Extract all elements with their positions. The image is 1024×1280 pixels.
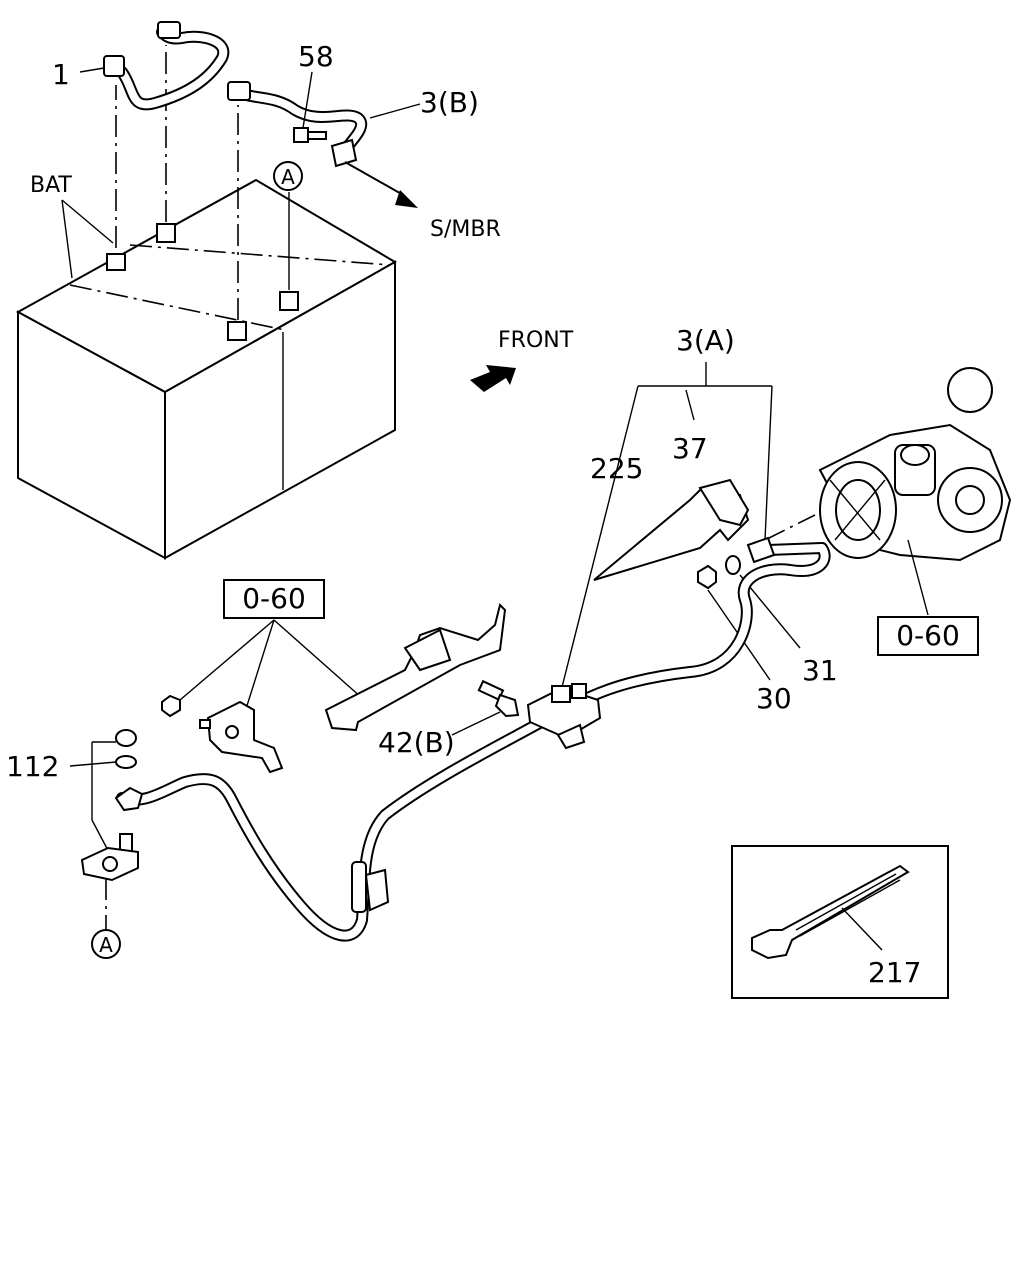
bolt-part-58 — [293, 127, 327, 143]
part-217-label: 217 — [868, 956, 921, 989]
bracket-large — [324, 603, 507, 732]
part-3b-label: 3(B) — [420, 86, 479, 119]
battery-terminal-4 — [279, 291, 299, 311]
part-58-label: 58 — [298, 40, 334, 73]
part-42b-label: 42(B) — [378, 726, 455, 759]
part-112-label: 112 — [6, 750, 59, 783]
ref-060-starter-label: 0-60 — [896, 619, 960, 652]
ref-060-bracket-box: 0-60 — [223, 579, 325, 619]
cable-tie-inset: 217 — [731, 845, 949, 999]
nut-part-112 — [115, 729, 137, 747]
part-3a-label: 3(A) — [676, 324, 735, 357]
clamp-part-225 — [526, 683, 602, 750]
battery-cable-part-3b — [227, 81, 368, 168]
washer-part-112 — [115, 755, 137, 769]
battery-terminal-2 — [156, 223, 176, 243]
part-225-label: 225 — [590, 452, 643, 485]
circle-a-bottom: A — [91, 929, 121, 959]
bolt-part-42b — [477, 679, 520, 718]
battery-cable-part-1 — [103, 21, 230, 111]
nut-part-30 — [697, 564, 717, 590]
bolt-bracket — [199, 719, 211, 729]
battery-icon — [15, 178, 397, 560]
part-37-label: 37 — [672, 432, 708, 465]
bat-label: BAT — [30, 173, 72, 198]
smbr-label: S/MBR — [430, 217, 501, 242]
ref-060-bracket-label: 0-60 — [242, 582, 306, 615]
battery-terminal-3 — [227, 321, 247, 341]
battery-terminal-clamp — [80, 833, 139, 882]
battery-cable-part-3a — [114, 536, 831, 942]
cable-tie-icon — [751, 864, 910, 960]
part-30-label: 30 — [756, 682, 792, 715]
circle-a-top: A — [273, 161, 303, 191]
nut-bracket — [161, 694, 181, 718]
part-1-label: 1 — [52, 58, 70, 91]
front-label: FRONT — [498, 328, 574, 353]
terminal-cover-part-37 — [593, 478, 750, 581]
part-31-label: 31 — [802, 654, 838, 687]
svg-text:A: A — [99, 933, 113, 957]
svg-text:A: A — [281, 165, 295, 189]
washer-part-31 — [725, 555, 741, 575]
ref-060-starter-box: 0-60 — [877, 616, 979, 656]
bracket-small — [206, 700, 284, 774]
arrow-icon — [470, 365, 516, 392]
battery-terminal-1 — [106, 253, 126, 271]
starter-motor-icon — [818, 367, 1012, 562]
